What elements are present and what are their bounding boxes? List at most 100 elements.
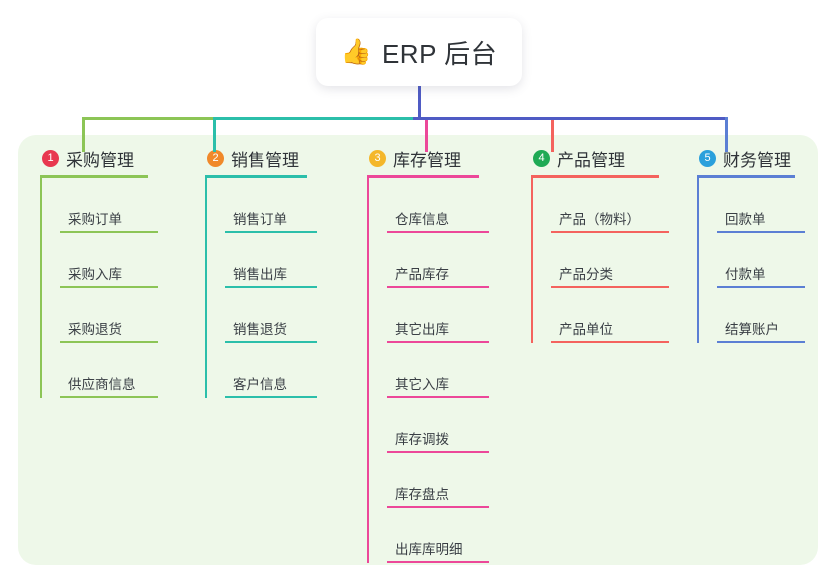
branch-title-1: 采购管理 [66,150,134,170]
branch-5: 5 财务管理回款单付款单结算账户 [697,146,805,343]
leaf-label: 其它出库 [395,322,449,337]
leaf-item[interactable]: 回款单 [717,178,805,233]
connector-drop-3 [425,117,428,152]
leaf-item[interactable]: 付款单 [717,233,805,288]
leaf-label: 销售退货 [233,322,287,337]
leaf-label: 采购入库 [68,267,122,282]
leaf-underline [225,286,317,288]
branch-underline-3 [367,175,479,178]
branch-header-4[interactable]: 4 产品管理 [531,146,659,170]
leaf-underline [387,231,489,233]
leaf-label: 产品（物料） [559,212,640,227]
branch-panel [18,135,818,565]
leaf-label: 产品分类 [559,267,613,282]
leaf-label: 采购订单 [68,212,122,227]
leaf-underline [60,341,158,343]
leaf-item[interactable]: 其它入库 [387,343,489,398]
leaf-label: 出库库明细 [395,542,463,557]
branch-leaves-2: 销售订单销售出库销售退货客户信息 [205,178,317,398]
branch-spine-3 [367,178,369,563]
branch-1: 1 采购管理采购订单采购入库采购退货供应商信息 [40,146,158,398]
branch-title-3: 库存管理 [393,150,461,170]
leaf-underline [387,451,489,453]
leaf-label: 库存盘点 [395,487,449,502]
branch-badge-2: 2 [207,149,224,167]
leaf-label: 仓库信息 [395,212,449,227]
branch-leaves-1: 采购订单采购入库采购退货供应商信息 [40,178,158,398]
leaf-label: 产品库存 [395,267,449,282]
leaf-underline [60,231,158,233]
leaf-underline [717,231,805,233]
leaf-item[interactable]: 产品（物料） [551,178,669,233]
thumbs-up-icon: 👍 [340,37,372,66]
leaf-underline [225,396,317,398]
leaf-item[interactable]: 采购订单 [60,178,158,233]
leaf-label: 回款单 [725,212,766,227]
branch-leaves-3: 仓库信息产品库存其它出库其它入库库存调拨库存盘点出库库明细 [367,178,489,563]
leaf-underline [387,506,489,508]
leaf-underline [551,341,669,343]
leaf-underline [551,286,669,288]
branch-title-4: 产品管理 [557,150,625,170]
branch-header-1[interactable]: 1 采购管理 [40,146,148,170]
connector-bus-segment-2 [213,117,425,120]
leaf-underline [60,286,158,288]
leaf-label: 销售出库 [233,267,287,282]
leaf-item[interactable]: 销售退货 [225,288,317,343]
leaf-item[interactable]: 库存盘点 [387,453,489,508]
leaf-item[interactable]: 销售出库 [225,233,317,288]
connector-drop-4 [551,117,554,152]
leaf-item[interactable]: 其它出库 [387,288,489,343]
branch-leaves-5: 回款单付款单结算账户 [697,178,805,343]
leaf-underline [60,396,158,398]
branch-title-2: 销售管理 [231,150,299,170]
branch-4: 4 产品管理产品（物料） 产品分类产品单位 [531,146,669,343]
leaf-underline [387,341,489,343]
connector-drop-1 [82,117,85,152]
leaf-item[interactable]: 库存调拨 [387,398,489,453]
branch-underline-5 [697,175,795,178]
branch-badge-3: 3 [369,149,386,167]
leaf-item[interactable]: 结算账户 [717,288,805,343]
connector-bus-segment-1 [82,117,213,120]
branch-header-2[interactable]: 2 销售管理 [205,146,307,170]
leaf-underline [387,396,489,398]
leaf-item[interactable]: 仓库信息 [387,178,489,233]
leaf-underline [225,341,317,343]
leaf-underline [551,231,669,233]
leaf-item[interactable]: 出库库明细 [387,508,489,563]
leaf-underline [717,341,805,343]
leaf-item[interactable]: 产品单位 [551,288,669,343]
leaf-underline [387,286,489,288]
connector-root-bus [413,117,725,120]
leaf-label: 采购退货 [68,322,122,337]
branch-badge-5: 5 [699,149,716,167]
branch-badge-4: 4 [533,149,550,167]
leaf-label: 供应商信息 [68,377,136,392]
leaf-item[interactable]: 产品库存 [387,233,489,288]
leaf-item[interactable]: 采购入库 [60,233,158,288]
leaf-underline [717,286,805,288]
leaf-underline [225,231,317,233]
branch-underline-1 [40,175,148,178]
leaf-label: 客户信息 [233,377,287,392]
branch-title-5: 财务管理 [723,150,791,170]
branch-spine-2 [205,178,207,398]
leaf-item[interactable]: 客户信息 [225,343,317,398]
connector-drop-2 [213,117,216,152]
leaf-item[interactable]: 采购退货 [60,288,158,343]
branch-3: 3 库存管理仓库信息产品库存其它出库其它入库库存调拨库存盘点出库库明细 [367,146,489,563]
leaf-item[interactable]: 销售订单 [225,178,317,233]
branch-badge-1: 1 [42,149,59,167]
leaf-label: 产品单位 [559,322,613,337]
branch-spine-5 [697,178,699,343]
branch-spine-1 [40,178,42,398]
branch-header-3[interactable]: 3 库存管理 [367,146,479,170]
branch-header-5[interactable]: 5 财务管理 [697,146,795,170]
leaf-item[interactable]: 产品分类 [551,233,669,288]
leaf-item[interactable]: 供应商信息 [60,343,158,398]
branch-spine-4 [531,178,533,343]
root-node[interactable]: 👍 ERP 后台 [316,18,522,86]
leaf-label: 其它入库 [395,377,449,392]
